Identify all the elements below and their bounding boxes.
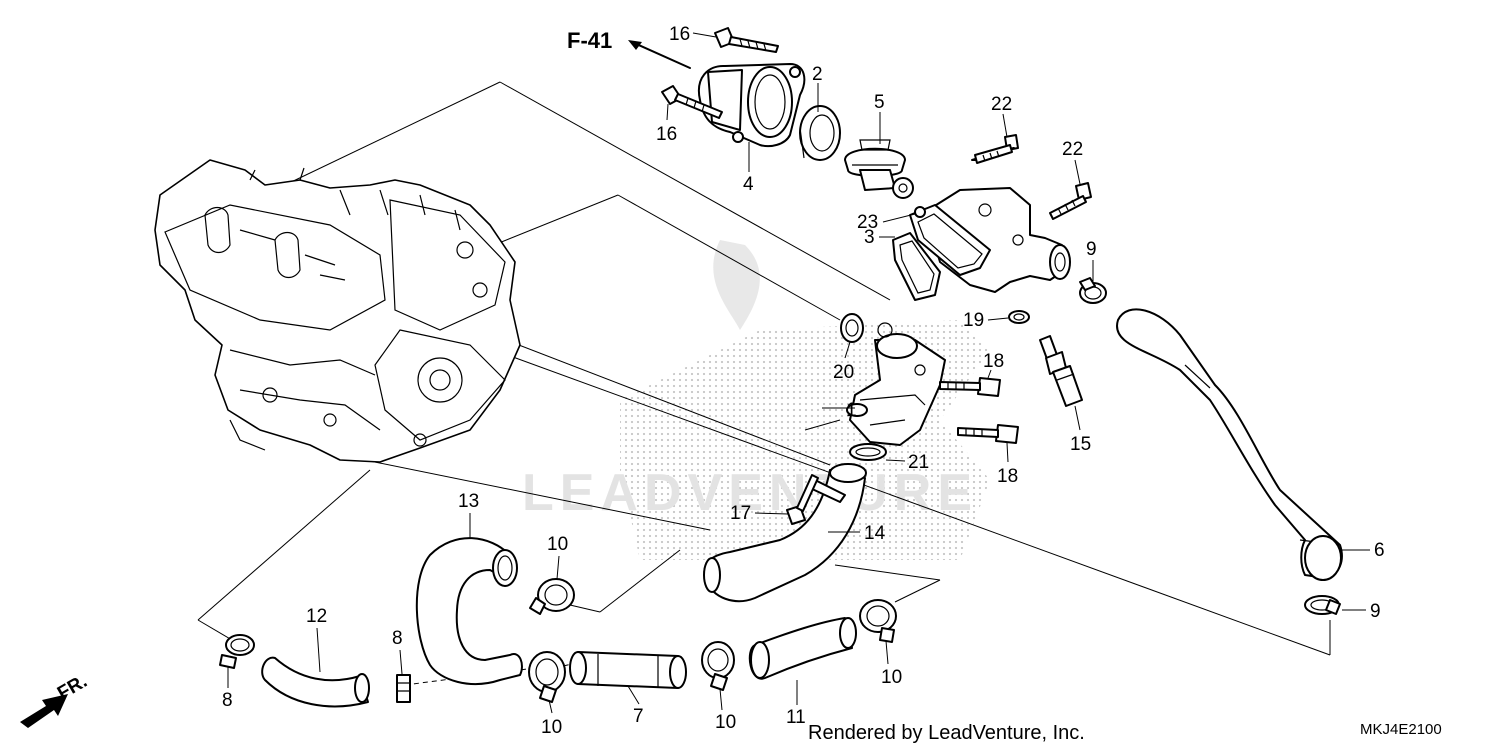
callout-9-lower: 9 (1370, 601, 1381, 622)
callout-18-upper: 18 (983, 351, 1004, 372)
part-18-bolt-upper (939, 377, 1001, 397)
callout-19: 19 (963, 310, 984, 331)
callout-4: 4 (743, 174, 754, 195)
part-6-hose (1115, 308, 1343, 581)
callout-14: 14 (864, 523, 886, 544)
section-reference-arrow (628, 40, 691, 69)
callout-22-right: 22 (1062, 139, 1083, 160)
part-9-clamp-upper (1079, 277, 1107, 304)
part-5-thermostat (844, 139, 914, 199)
callout-7: 7 (633, 706, 644, 727)
part-13-hose (415, 537, 523, 686)
part-7-pipe (569, 651, 687, 689)
part-2-seal (799, 105, 841, 161)
diagram-code: MKJ4E2100 (1360, 721, 1442, 738)
part-10-clamp-4 (859, 599, 897, 643)
callout-21: 21 (908, 452, 929, 473)
part-3-gasket (892, 232, 941, 301)
part-thermostat-housing (909, 187, 1071, 293)
part-17-bolt (786, 474, 819, 525)
part-11-hose (748, 617, 857, 680)
part-1-water-joint (846, 322, 946, 446)
callout-8-middle: 8 (392, 628, 403, 649)
callout-13: 13 (458, 491, 479, 512)
watermark-text: LEADVENTURE (522, 464, 978, 522)
part-16-bolt-upper (714, 27, 779, 53)
callout-22-left: 22 (991, 94, 1012, 115)
part-22-bolt-left (971, 134, 1019, 164)
part-18-bolt-lower (957, 424, 1019, 444)
part-15-temperature-sensor (1039, 335, 1083, 407)
callout-15: 15 (1070, 434, 1091, 455)
callout-18-lower: 18 (997, 466, 1018, 487)
callout-11: 11 (786, 707, 806, 728)
callout-17: 17 (730, 503, 751, 524)
callout-1: 1 (846, 400, 857, 421)
callout-10-4: 10 (881, 667, 902, 688)
callout-3: 3 (864, 227, 875, 248)
engine-block (154, 159, 521, 463)
callout-8-left: 8 (222, 690, 233, 711)
section-reference-label: F-41 (567, 28, 612, 53)
callout-10-1: 10 (547, 534, 568, 555)
part-20-oring (840, 313, 864, 343)
callout-2: 2 (812, 64, 823, 85)
callout-16-lower: 16 (656, 124, 677, 145)
callout-16-upper: 16 (669, 24, 690, 45)
part-22-bolt-right (1049, 182, 1092, 220)
callout-10-2: 10 (541, 717, 562, 738)
rendered-by-credit: Rendered by LeadVenture, Inc. (808, 722, 1085, 744)
part-8-clamp-left (219, 634, 255, 669)
callout-12: 12 (306, 606, 327, 627)
callout-23: 23 (857, 212, 878, 233)
callout-10-3: 10 (715, 712, 736, 733)
part-10-clamp-2 (528, 651, 566, 703)
part-19-oring (1008, 310, 1030, 324)
part-10-clamp-3 (701, 641, 735, 691)
part-12-hose (261, 656, 370, 708)
part-10-clamp-1 (529, 578, 575, 615)
part-14-water-pipe (703, 463, 867, 603)
part-21-oring (849, 443, 887, 461)
callout-6: 6 (1374, 540, 1385, 561)
callout-20: 20 (833, 362, 854, 383)
part-8-clamp-middle (396, 674, 411, 703)
callout-5: 5 (874, 92, 885, 113)
part-4-water-outlet (697, 63, 806, 148)
callout-numbers: 1 2 3 4 5 6 7 8 8 9 9 10 10 10 10 11 12 … (222, 24, 1385, 738)
part-16-bolt-lower (661, 85, 723, 119)
callout-9-upper: 9 (1086, 239, 1097, 260)
part-9-clamp-lower (1304, 595, 1341, 615)
front-direction-arrow (20, 694, 68, 728)
